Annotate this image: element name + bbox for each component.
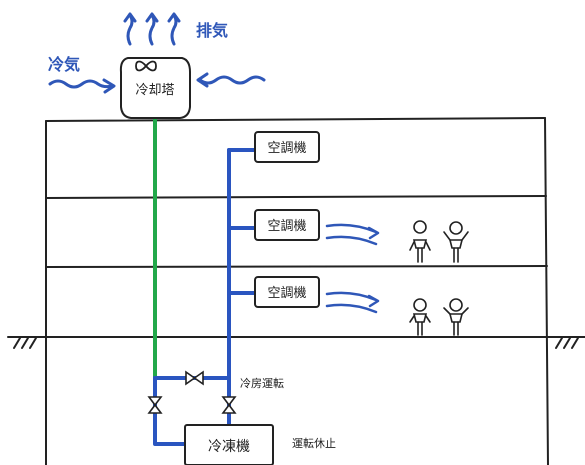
right-wall bbox=[544, 117, 549, 465]
floor-line-2 bbox=[45, 265, 548, 268]
roof-line bbox=[45, 117, 546, 122]
exhaust-label: 排気 bbox=[196, 21, 228, 40]
stick-figure-icon bbox=[409, 298, 431, 336]
cooling-tower-label: 冷却塔 bbox=[135, 83, 174, 98]
stick-figure-icon bbox=[409, 220, 431, 263]
cooling-tower: 冷却塔 bbox=[119, 57, 191, 119]
airflow-floor-1 bbox=[325, 291, 380, 314]
right-air-arrow bbox=[196, 72, 266, 88]
stick-figure-icon bbox=[443, 221, 469, 263]
ac-unit-1: 空調機 bbox=[254, 131, 320, 163]
chiller-status-label: 運転休止 bbox=[292, 437, 336, 450]
ac-unit-2-label: 空調機 bbox=[267, 219, 306, 234]
ac-unit-1-label: 空調機 bbox=[267, 141, 306, 156]
exhaust-arrows bbox=[123, 12, 181, 46]
bowtie-valve-icon bbox=[221, 396, 237, 414]
stick-figure-icon bbox=[443, 298, 469, 336]
ground-hatch-right bbox=[555, 337, 579, 349]
chiller: 冷凍機 bbox=[184, 424, 274, 465]
ac-unit-3: 空調機 bbox=[254, 276, 320, 308]
airflow-floor-2 bbox=[325, 223, 380, 246]
ground-hatch-left bbox=[13, 337, 37, 349]
ac-unit-3-label: 空調機 bbox=[267, 286, 306, 301]
bowtie-valve-icon bbox=[185, 370, 204, 386]
free-cooling-label: 冷房運転 bbox=[240, 377, 284, 390]
ac-unit-2: 空調機 bbox=[254, 209, 320, 241]
cool-air-arrow bbox=[48, 78, 116, 94]
ground bbox=[7, 336, 585, 349]
cool-air-label: 冷気 bbox=[48, 55, 80, 74]
chiller-label: 冷凍機 bbox=[208, 439, 250, 455]
bowtie-valve-icon bbox=[147, 396, 163, 414]
floor-line-3 bbox=[45, 195, 547, 199]
infinity-fan-icon bbox=[135, 60, 157, 72]
blue-pipe bbox=[153, 148, 257, 446]
building bbox=[45, 117, 549, 465]
